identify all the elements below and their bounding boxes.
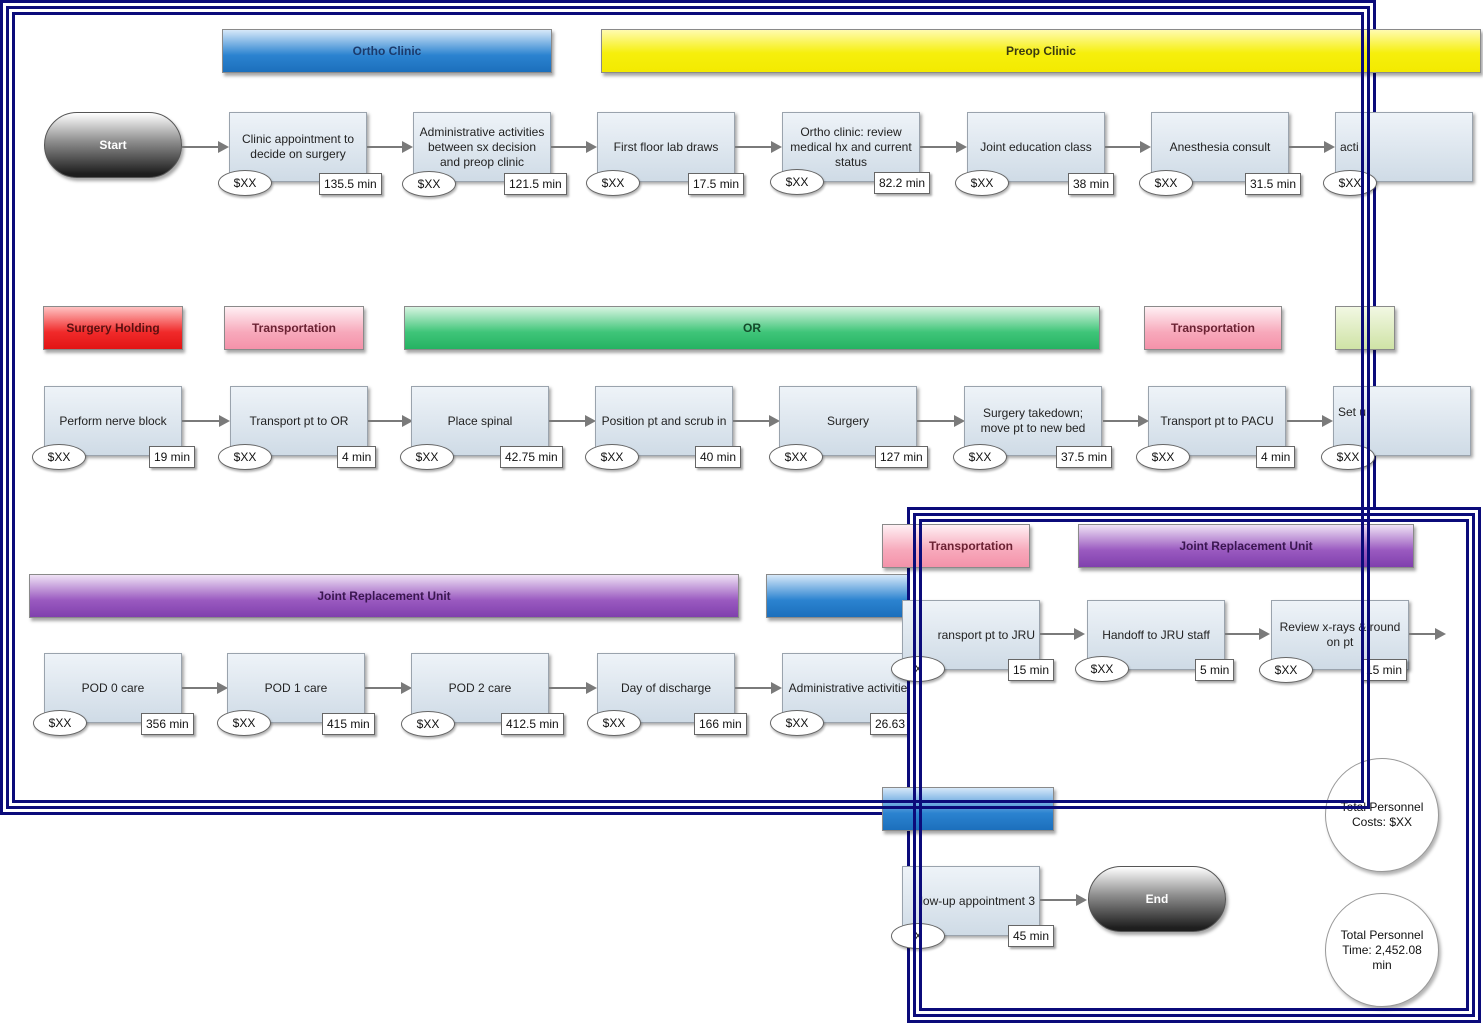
- time-badge: 127 min: [875, 446, 928, 468]
- flow-arrow: [365, 682, 412, 694]
- flow-arrow: [1289, 141, 1335, 153]
- inset-lane-partial-blue: [882, 787, 1054, 831]
- time-badge: 5 min: [1195, 659, 1235, 681]
- lane-partial: [1335, 306, 1395, 350]
- lane-transportation-2: Transportation: [1144, 306, 1282, 350]
- main-diagram-frame: Ortho Clinic Preop Clinic Start Clinic a…: [0, 0, 1481, 815]
- flow-arrow: [1409, 628, 1446, 640]
- inset-lane-joint-replacement-unit: Joint Replacement Unit: [1078, 524, 1414, 568]
- cost-badge: $XX: [585, 444, 639, 470]
- cost-badge: $XX: [1259, 657, 1313, 683]
- lane-surgery-holding: Surgery Holding: [43, 306, 183, 350]
- time-badge: 356 min: [141, 713, 194, 735]
- lane-transportation: Transportation: [224, 306, 364, 350]
- lane-ortho-clinic: Ortho Clinic: [222, 29, 552, 73]
- process-step[interactable]: acti: [1335, 112, 1473, 182]
- flow-arrow: [367, 141, 413, 153]
- main-diagram-canvas: Ortho Clinic Preop Clinic Start Clinic a…: [15, 15, 1481, 800]
- cost-badge: $XX: [770, 169, 824, 195]
- total-personnel-costs: Total Personnel Costs: $XX: [1325, 758, 1439, 872]
- flow-arrow: [1105, 141, 1151, 153]
- inset-diagram-frame: Transportation Joint Replacement Unit ra…: [882, 507, 1481, 1023]
- inset-lane-transportation: Transportation: [882, 524, 1030, 568]
- lane-joint-replacement-unit: Joint Replacement Unit: [29, 574, 739, 618]
- cost-badge: $XX: [955, 170, 1009, 196]
- time-badge: 17.5 min: [688, 173, 745, 195]
- cost-badge: $XX: [401, 711, 455, 737]
- flow-arrow: [551, 141, 597, 153]
- cost-badge: $XX: [32, 444, 86, 470]
- time-badge: 166 min: [694, 713, 747, 735]
- flow-arrow: [1225, 628, 1270, 640]
- flow-arrow: [1103, 415, 1149, 427]
- cost-badge: $XX: [586, 170, 640, 196]
- cost-badge: X: [891, 656, 945, 682]
- total-personnel-time: Total Personnel Time: 2,452.08 min: [1325, 893, 1439, 1007]
- start-node[interactable]: Start: [44, 112, 182, 178]
- flow-arrow: [182, 682, 228, 694]
- cost-badge: $XX: [218, 444, 272, 470]
- time-badge: 121.5 min: [504, 173, 567, 195]
- flow-arrow: [733, 415, 780, 427]
- time-badge: 4 min: [337, 446, 377, 468]
- cost-badge: $XX: [770, 710, 824, 736]
- cost-badge: $XX: [402, 171, 456, 197]
- time-badge: 37.5 min: [1056, 446, 1113, 468]
- time-badge: 31.5 min: [1245, 173, 1302, 195]
- process-step[interactable]: Set u: [1333, 386, 1471, 456]
- time-badge: 19 min: [149, 446, 196, 468]
- cost-badge: $XX: [1323, 170, 1377, 196]
- inset-diagram-canvas: Transportation Joint Replacement Unit ra…: [882, 522, 1466, 1008]
- flow-arrow: [549, 415, 596, 427]
- cost-badge: $XX: [1136, 444, 1190, 470]
- flow-arrow: [1287, 415, 1333, 427]
- cost-badge: X: [891, 923, 945, 949]
- cost-badge: $XX: [1139, 170, 1193, 196]
- flow-arrow: [735, 141, 782, 153]
- time-badge: 15 min: [1361, 659, 1408, 681]
- lane-preop-clinic: Preop Clinic: [601, 29, 1481, 73]
- cost-badge: $XX: [400, 444, 454, 470]
- cost-badge: $XX: [217, 710, 271, 736]
- end-node[interactable]: End: [1088, 866, 1226, 932]
- cost-badge: $XX: [587, 710, 641, 736]
- process-step[interactable]: Administrative activities between sx dec…: [413, 112, 551, 182]
- flow-arrow: [182, 141, 229, 153]
- process-step[interactable]: low-up appointment 3: [902, 866, 1040, 936]
- cost-badge: $XX: [769, 444, 823, 470]
- time-badge: 415 min: [322, 713, 375, 735]
- process-step[interactable]: Perform nerve block: [44, 386, 182, 456]
- cost-badge: $XX: [953, 444, 1007, 470]
- flow-arrow: [1040, 628, 1085, 640]
- time-badge: 4 min: [1256, 446, 1296, 468]
- cost-badge: $XX: [1321, 444, 1375, 470]
- cost-badge: $XX: [218, 170, 272, 196]
- lane-or: OR: [404, 306, 1100, 350]
- time-badge: 45 min: [1008, 925, 1055, 947]
- time-badge: 135.5 min: [319, 173, 382, 195]
- flow-arrow: [549, 682, 597, 694]
- time-badge: 82.2 min: [874, 172, 931, 194]
- time-badge: 42.75 min: [500, 446, 563, 468]
- flow-arrow: [920, 141, 967, 153]
- time-badge: 412.5 min: [501, 713, 564, 735]
- cost-badge: $XX: [33, 710, 87, 736]
- flow-arrow: [182, 415, 230, 427]
- flow-arrow: [735, 682, 782, 694]
- flow-arrow: [1040, 894, 1087, 906]
- cost-badge: $XX: [1075, 656, 1129, 682]
- process-step[interactable]: Place spinal: [411, 386, 549, 456]
- flow-arrow: [368, 415, 413, 427]
- flow-arrow: [917, 415, 965, 427]
- time-badge: 38 min: [1068, 173, 1115, 195]
- time-badge: 15 min: [1008, 659, 1055, 681]
- time-badge: 40 min: [695, 446, 742, 468]
